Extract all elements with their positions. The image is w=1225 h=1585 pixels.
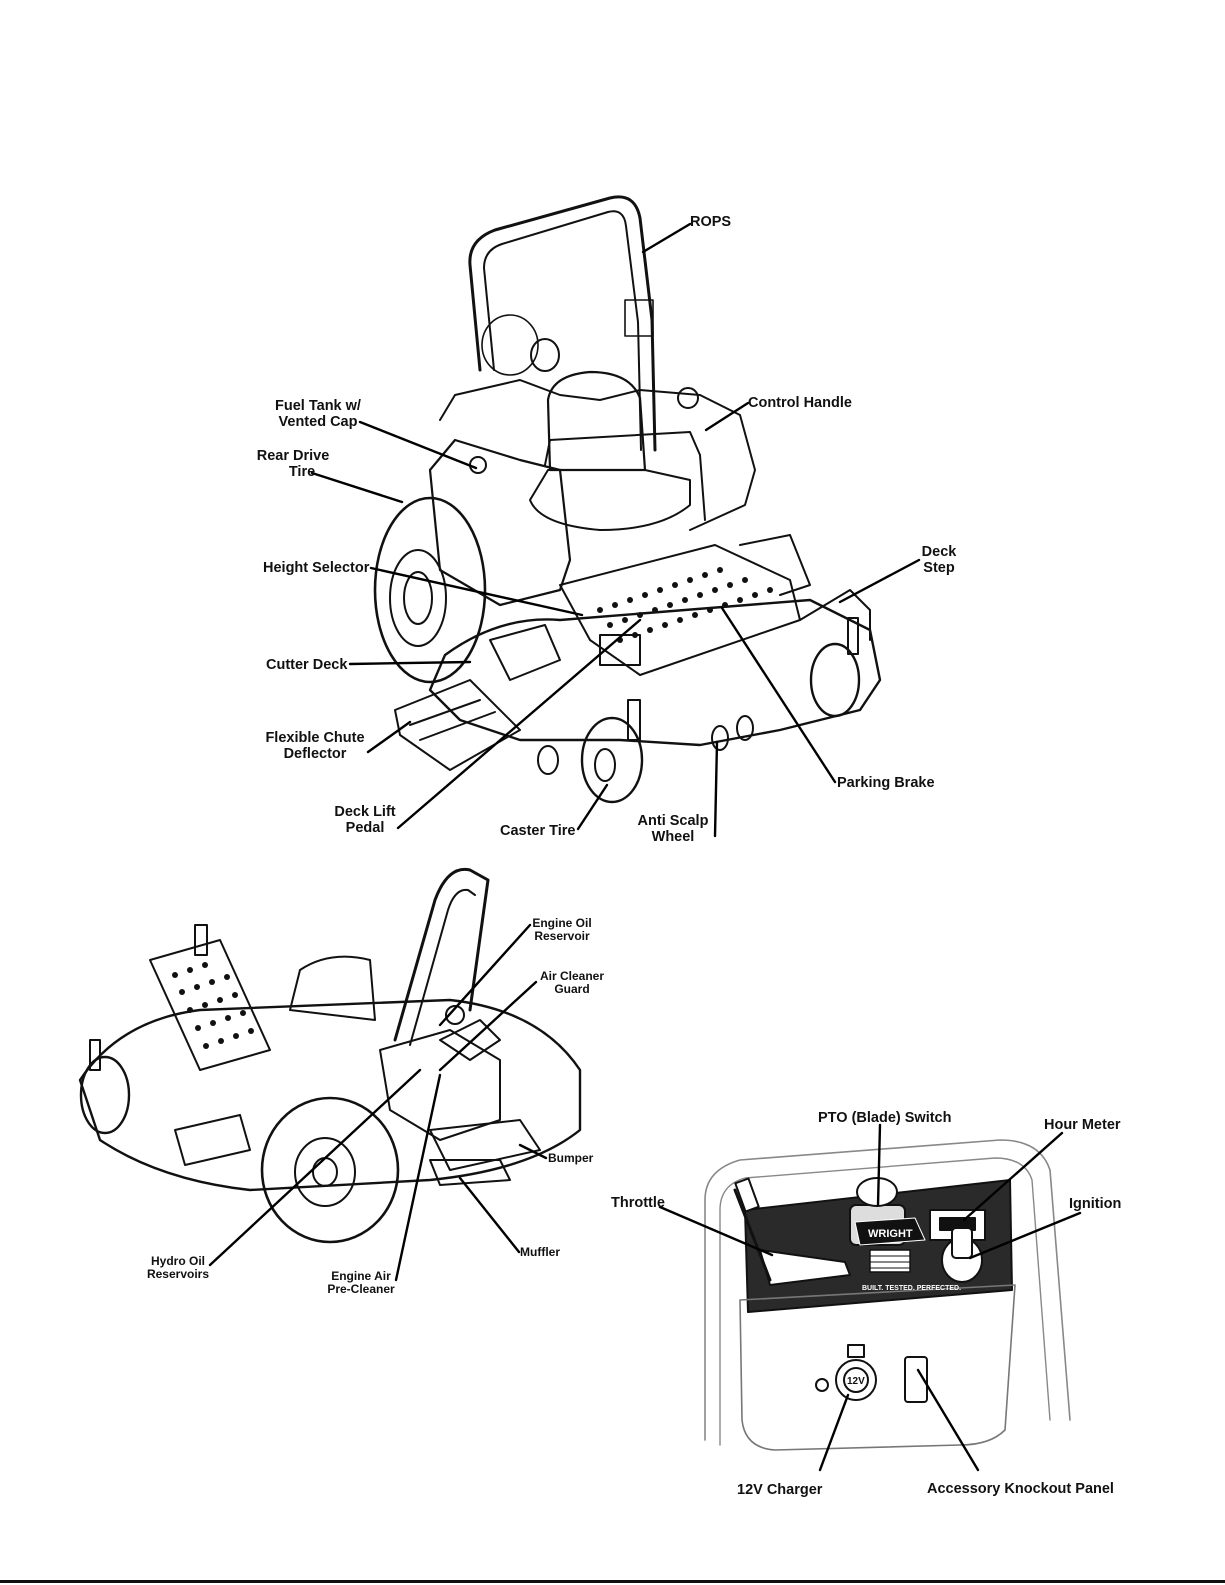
label-hydro-line2: Reservoirs (146, 1267, 210, 1281)
label-12v-charger: 12V Charger (737, 1482, 823, 1498)
label-muffler: Muffler (520, 1245, 560, 1259)
label-accessory-knockout: Accessory Knockout Panel (927, 1481, 1114, 1497)
label-deck-lift-line2: Pedal (345, 820, 385, 836)
label-anti-scalp-line2: Wheel (651, 829, 695, 845)
label-engine-oil-line1: Engine Oil (532, 916, 592, 930)
label-anti-scalp-wheel: Anti Scalp Wheel (630, 813, 716, 845)
bottom-rule (0, 1580, 1225, 1583)
label-fuel-tank-line1: Fuel Tank w/ (275, 398, 361, 414)
panel-brand: WRIGHT (868, 1228, 913, 1240)
control-panel-drawing (704, 1139, 1071, 1451)
label-deck-step: Deck Step (912, 544, 966, 576)
label-rear-drive-tire: Rear Drive Tire (253, 448, 333, 480)
label-air-cleaner-guard: Air Cleaner Guard (534, 970, 610, 996)
label-hydro-oil-reservoirs: Hydro Oil Reservoirs (140, 1255, 216, 1281)
main-mower-drawing (373, 195, 882, 804)
label-height-selector: Height Selector (263, 560, 370, 576)
label-pre-cleaner-line1: Engine Air (331, 1269, 391, 1283)
label-deck-step-line1: Deck (921, 544, 957, 560)
charger-mark: 12V (847, 1376, 865, 1387)
label-flexible-chute: Flexible Chute Deflector (259, 730, 371, 762)
label-air-guard-line2: Guard (554, 982, 590, 996)
label-throttle: Throttle (611, 1195, 665, 1211)
label-ignition: Ignition (1069, 1196, 1122, 1212)
label-parking-brake: Parking Brake (837, 775, 935, 791)
label-deck-lift-pedal: Deck Lift Pedal (330, 804, 400, 836)
label-anti-scalp-line1: Anti Scalp (637, 813, 709, 829)
label-deck-step-line2: Step (923, 560, 955, 576)
label-air-guard-line1: Air Cleaner (539, 969, 605, 983)
leader-lines (208, 222, 1082, 1472)
label-control-handle: Control Handle (748, 395, 852, 411)
label-hour-meter: Hour Meter (1044, 1117, 1121, 1133)
label-caster-tire: Caster Tire (500, 823, 576, 839)
label-chute-line2: Deflector (283, 746, 347, 762)
label-engine-oil-line2: Reservoir (534, 929, 590, 943)
label-cutter-deck: Cutter Deck (266, 657, 348, 673)
panel-slogan: BUILT. TESTED. PERFECTED. (862, 1285, 961, 1292)
label-chute-line1: Flexible Chute (265, 730, 365, 746)
rear-mower-drawing (78, 867, 582, 1244)
label-fuel-tank-line2: Vented Cap (278, 414, 358, 430)
label-deck-lift-line1: Deck Lift (334, 804, 396, 820)
label-bumper: Bumper (548, 1151, 594, 1165)
label-rops: ROPS (690, 214, 732, 230)
label-pre-cleaner-line2: Pre-Cleaner (327, 1282, 395, 1296)
label-fuel-tank: Fuel Tank w/ Vented Cap (268, 398, 368, 430)
label-rear-drive-line1: Rear Drive (256, 448, 330, 464)
label-engine-oil-reservoir: Engine Oil Reservoir (526, 917, 598, 943)
label-pto-switch: PTO (Blade) Switch (818, 1110, 952, 1126)
label-engine-air-pre-cleaner: Engine Air Pre-Cleaner (322, 1270, 400, 1296)
label-hydro-line1: Hydro Oil (150, 1254, 205, 1268)
label-rear-drive-line2: Tire (288, 464, 316, 480)
